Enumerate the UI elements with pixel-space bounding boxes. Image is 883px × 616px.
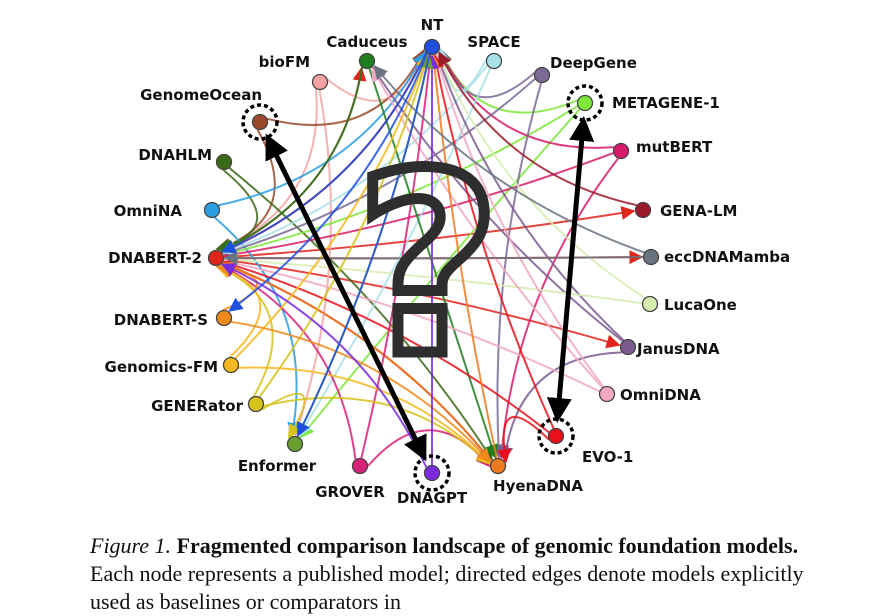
question-mark: ? [355, 120, 500, 411]
edge-grover-to-dnabert2 [219, 264, 357, 460]
node-label-dnagpt: DNAGPT [397, 489, 468, 507]
node-label-dnaberts: DNABERT-S [114, 311, 208, 329]
node-label-biofm: bioFM [259, 53, 310, 71]
edge-janusdna-to-hyenadna [499, 351, 623, 462]
node-dot-omnidna [598, 385, 616, 403]
node-label-genomeocean: GenomeOcean [140, 86, 262, 104]
node-dot-genalm [634, 201, 652, 219]
node-dot-dnagpt [423, 464, 441, 482]
node-dnahlm: DNAHLM [138, 146, 233, 171]
highlight-ring-genomeocean [241, 103, 279, 141]
node-label-evo1: EVO-1 [582, 448, 633, 466]
node-dot-biofm [311, 73, 329, 91]
node-dot-deepgene [533, 66, 551, 84]
node-dot-evo1 [547, 427, 565, 445]
node-hyenadna: HyenaDNA [489, 457, 583, 495]
node-dot-caduceus [358, 52, 376, 70]
node-nt: NT [421, 16, 445, 56]
node-omnidna: OmniDNA [598, 385, 701, 404]
node-dot-dnaberts [215, 309, 233, 327]
node-dot-eccdnamamba [642, 248, 660, 266]
node-dot-nt [423, 38, 441, 56]
node-dot-grover [351, 457, 369, 475]
node-label-grover: GROVER [315, 483, 385, 501]
node-label-lucaone: LucaOne [664, 296, 737, 314]
node-dot-lucaone [641, 295, 659, 313]
node-label-dnabert2: DNABERT-2 [108, 249, 202, 267]
edge-eccdnamamba-to-caduceus [373, 65, 645, 254]
node-omnina: OmniNA [114, 201, 221, 220]
figure-label: Figure 1. [90, 533, 172, 558]
node-dot-enformer [286, 435, 304, 453]
node-label-generator: GENERator [151, 397, 244, 415]
edge-evo1-to-nt [430, 54, 555, 429]
edge-evo1-to-hyenadna [497, 416, 550, 464]
node-dot-space [485, 52, 503, 70]
edge-genomeocean-to-nt [267, 49, 425, 126]
node-biofm: bioFM [259, 53, 329, 91]
model-comparison-network: ? NT Caduceus SPACE bioFM DeepGeneGenomeOcea… [105, 16, 791, 507]
caption-title: Fragmented comparison landscape of genom… [176, 533, 799, 558]
node-dot-dnahlm [215, 153, 233, 171]
node-label-deepgene: DeepGene [550, 54, 637, 72]
node-label-metagene1: METAGENE-1 [612, 94, 720, 112]
node-label-eccdnamamba: eccDNAMamba [664, 248, 790, 266]
edge-lucaone-to-nt [436, 52, 646, 299]
highlight-arrow-metagene1-evo1 [546, 115, 595, 424]
highlight-ring-evo1 [537, 417, 575, 455]
node-genalm: GENA-LM [634, 201, 737, 220]
node-eccdnamamba: eccDNAMamba [642, 248, 790, 266]
node-dot-genomicsfm [222, 356, 240, 374]
node-dot-dnabert2 [207, 249, 225, 267]
node-generator: GENERator [151, 395, 265, 415]
node-label-genomicsfm: Genomics-FM [105, 358, 218, 376]
node-label-caduceus: Caduceus [326, 33, 407, 51]
node-metagene1: METAGENE-1 [566, 84, 720, 122]
question-mark-overlay: ? [350, 115, 506, 417]
node-dot-genomeocean [251, 113, 269, 131]
node-label-hyenadna: HyenaDNA [493, 477, 583, 495]
node-label-enformer: Enformer [238, 457, 317, 475]
node-dot-generator [247, 395, 265, 413]
node-enformer: Enformer [238, 435, 317, 475]
node-label-omnina: OmniNA [114, 202, 183, 220]
highlight-ring-metagene1 [566, 84, 604, 122]
node-dot-mutbert [612, 142, 630, 160]
node-dot-omnina [203, 201, 221, 219]
node-label-genalm: GENA-LM [660, 202, 737, 220]
node-genomeocean: GenomeOcean [140, 86, 279, 141]
node-janusdna: JanusDNA [619, 338, 720, 358]
node-label-space: SPACE [467, 33, 520, 51]
edge-genomeocean-to-dnabert2 [217, 129, 276, 252]
node-dot-janusdna [619, 338, 637, 356]
node-space: SPACE [467, 33, 521, 70]
node-dnaberts: DNABERT-S [114, 309, 233, 329]
node-caduceus: Caduceus [326, 33, 408, 70]
highlight-arrows-layer [265, 115, 595, 462]
highlight-arrow-genomeocean-dnagpt [265, 133, 427, 462]
edge-genalm-to-nt [438, 51, 637, 207]
node-genomicsfm: Genomics-FM [105, 356, 240, 376]
node-dot-metagene1 [576, 94, 594, 112]
node-label-janusdna: JanusDNA [636, 340, 720, 358]
node-label-omnidna: OmniDNA [620, 386, 701, 404]
node-dnabert2: DNABERT-2 [108, 249, 225, 267]
node-label-dnahlm: DNAHLM [138, 146, 212, 164]
node-dnagpt: DNAGPT [397, 454, 468, 507]
node-deepgene: DeepGene [533, 54, 637, 84]
node-label-nt: NT [421, 16, 445, 34]
node-dot-hyenadna [489, 457, 507, 475]
node-mutbert: mutBERT [612, 138, 713, 160]
node-evo1: EVO-1 [537, 417, 633, 466]
node-label-mutbert: mutBERT [636, 138, 713, 156]
figure-caption: Figure 1. Fragmented comparison landscap… [90, 532, 810, 616]
node-grover: GROVER [315, 457, 385, 501]
caption-body: Each node represents a published model; … [90, 561, 804, 614]
highlight-ring-dnagpt [413, 454, 451, 492]
node-lucaone: LucaOne [641, 295, 737, 314]
